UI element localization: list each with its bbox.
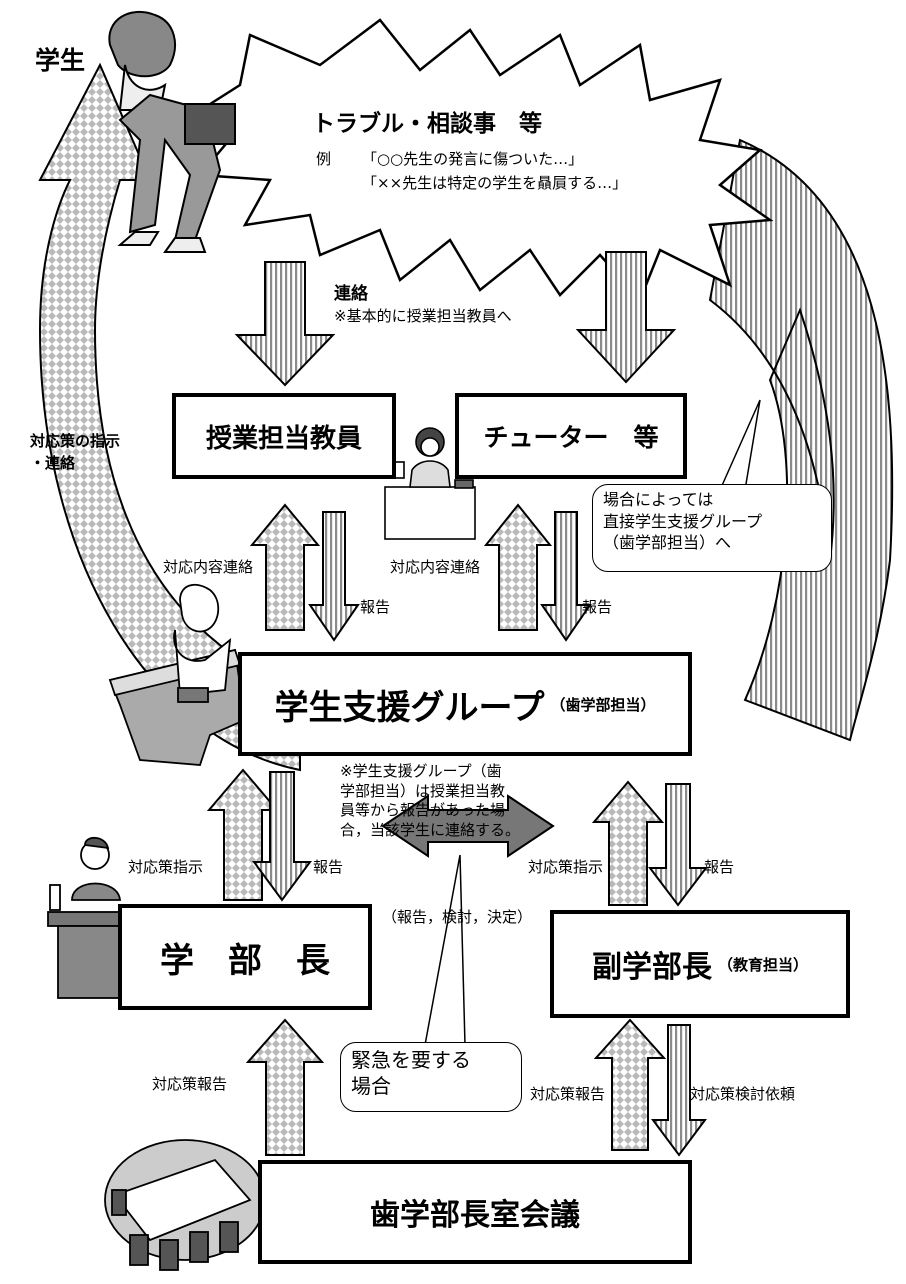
support-staff-figure bbox=[108, 583, 246, 766]
trouble-burst bbox=[182, 18, 774, 303]
down-arrow-dean-report bbox=[252, 771, 312, 902]
tutor-box: チューター 等 bbox=[455, 393, 687, 479]
up-arrow-council-dean bbox=[245, 1018, 325, 1156]
left-instruction-1: 対応策の指示 bbox=[30, 432, 121, 450]
direct-callout: 場合によっては 直接学生支援グループ （歯学部担当）へ bbox=[592, 484, 832, 572]
dean-box: 学 部 長 bbox=[118, 904, 372, 1010]
direct-callout-tail bbox=[718, 399, 761, 491]
tutor-figure bbox=[384, 427, 476, 540]
teacher-box: 授業担当教員 bbox=[172, 393, 396, 479]
label-plan-request: 対応策検討依頼 bbox=[690, 1085, 796, 1103]
label-deliberation: （報告，検討，決定） bbox=[382, 908, 533, 926]
direct-callout-line-2: 直接学生支援グループ bbox=[603, 511, 763, 531]
vice-dean-sub: （教育担当） bbox=[717, 955, 808, 974]
down-arrow-teacher bbox=[234, 261, 336, 387]
label-response-contact-1: 対応内容連絡 bbox=[163, 558, 254, 576]
urgent-callout: 緊急を要する 場合 bbox=[340, 1042, 522, 1112]
support-note: ※学生支援グループ（歯 学部担当）は授業担当教 員等から報告があった場 合，当該… bbox=[340, 762, 520, 840]
label-plan-report-1: 対応策報告 bbox=[152, 1075, 228, 1093]
label-report-3: 報告 bbox=[313, 858, 344, 876]
down-arrow-vice-council bbox=[651, 1024, 707, 1157]
direct-callout-line-3: （歯学部担当）へ bbox=[603, 533, 732, 553]
student-label: 学生 bbox=[35, 46, 86, 75]
deliberation-arrow bbox=[381, 794, 555, 858]
meeting-figure bbox=[104, 1139, 266, 1271]
down-arrow-vice-report bbox=[647, 783, 709, 907]
down-arrow-tutor bbox=[575, 251, 677, 384]
label-report-2: 報告 bbox=[582, 598, 613, 616]
support-group-sub: （歯学部担当） bbox=[550, 695, 656, 714]
right-direct-arrow bbox=[708, 138, 894, 742]
support-note-line-2: 学部担当）は授業担当教 bbox=[340, 781, 506, 800]
down-arrow-tutor-report bbox=[540, 511, 592, 642]
student-figure bbox=[108, 10, 236, 253]
up-arrow-teacher bbox=[249, 503, 321, 631]
example-1: 「○○先生の発言に傷ついた…」 bbox=[362, 150, 584, 168]
council-box: 歯学部長室会議 bbox=[258, 1160, 692, 1264]
up-arrow-tutor bbox=[483, 503, 553, 631]
left-instruction-2: ・連絡 bbox=[30, 454, 76, 472]
contact-note: ※基本的に授業担当教員へ bbox=[334, 307, 512, 325]
contact-title: 連絡 bbox=[334, 284, 368, 304]
support-note-line-3: 員等から報告があった場 bbox=[340, 801, 506, 819]
vice-dean-box: 副学部長 （教育担当） bbox=[550, 910, 850, 1018]
up-arrow-vice bbox=[591, 780, 665, 906]
example-prefix: 例 bbox=[316, 150, 332, 168]
label-report-4: 報告 bbox=[704, 858, 735, 876]
label-report-1: 報告 bbox=[360, 598, 391, 616]
support-group-title: 学生支援グループ bbox=[274, 687, 545, 728]
left-return-arrow bbox=[38, 62, 301, 772]
urgent-callout-line-1: 緊急を要する bbox=[351, 1048, 471, 1072]
label-instruction-1: 対応策指示 bbox=[128, 858, 204, 876]
example-2: 「××先生は特定の学生を贔屓する…」 bbox=[362, 174, 628, 192]
label-plan-report-2: 対応策報告 bbox=[530, 1085, 606, 1103]
vice-dean-title: 副学部長 bbox=[591, 950, 712, 985]
burst-title: トラブル・相談事 等 bbox=[312, 111, 542, 137]
support-note-line-1: ※学生支援グループ（歯 bbox=[340, 762, 502, 780]
support-group-box: 学生支援グループ （歯学部担当） bbox=[238, 652, 692, 756]
urgent-callout-tail bbox=[424, 854, 466, 1046]
direct-callout-line-1: 場合によっては bbox=[603, 490, 714, 509]
label-response-contact-2: 対応内容連絡 bbox=[390, 558, 481, 576]
support-note-line-4: 合，当該学生に連絡する。 bbox=[340, 820, 521, 839]
urgent-callout-line-2: 場合 bbox=[351, 1074, 391, 1098]
up-arrow-council-vice bbox=[593, 1018, 667, 1151]
down-arrow-teacher-report bbox=[308, 511, 360, 642]
label-instruction-2: 対応策指示 bbox=[528, 858, 604, 876]
